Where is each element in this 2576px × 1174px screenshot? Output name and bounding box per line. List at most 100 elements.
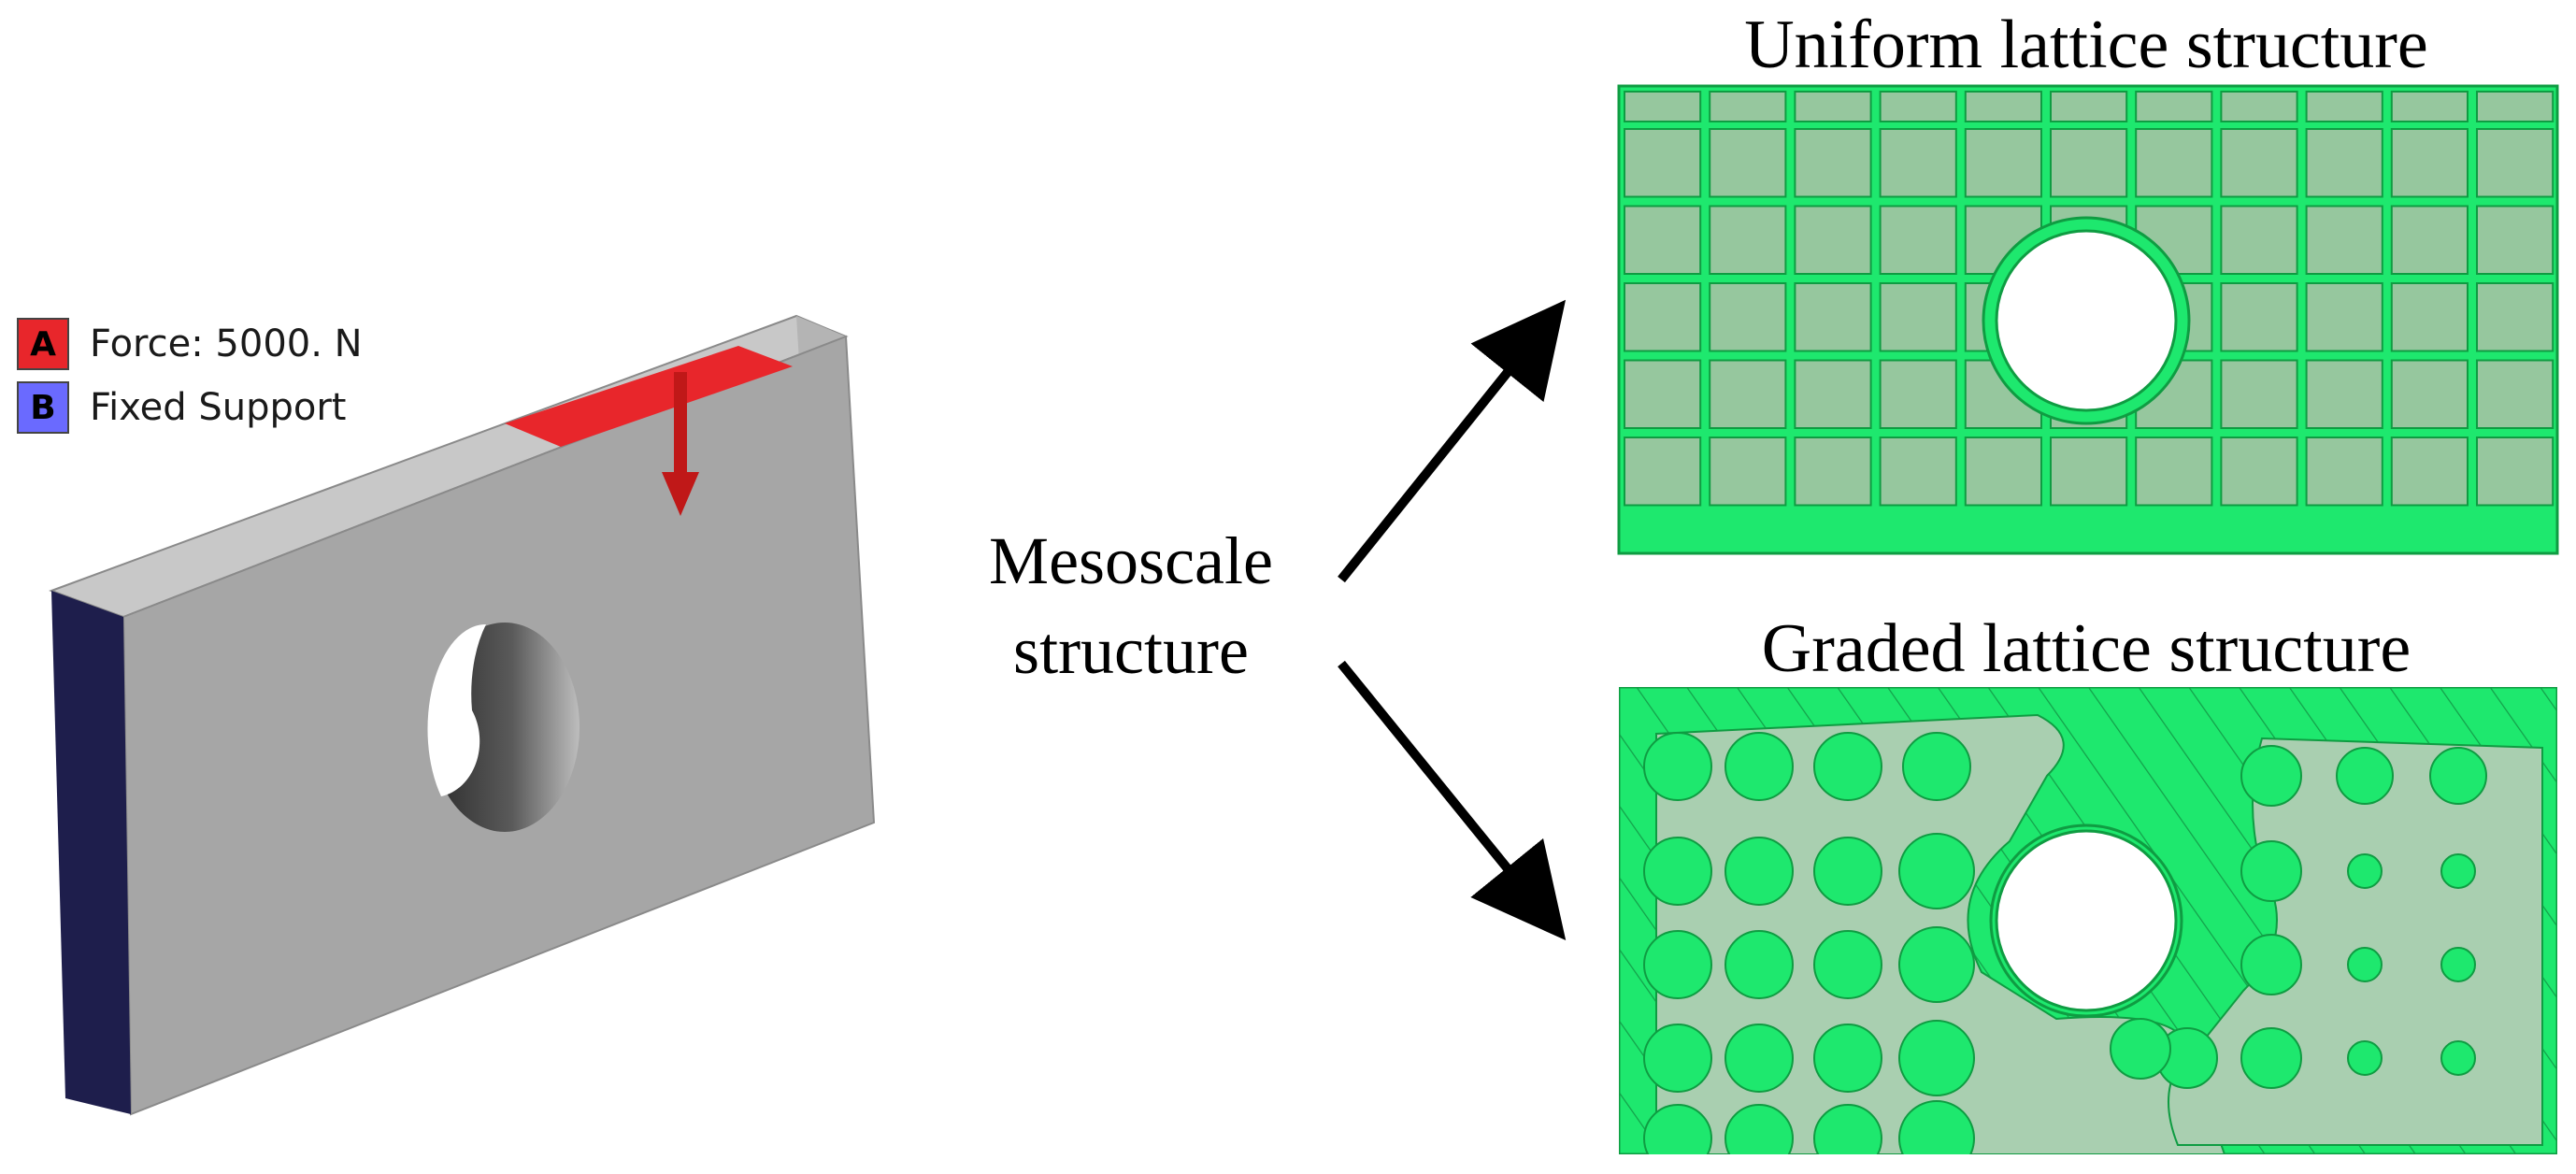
graded-lattice-node	[1813, 1104, 1882, 1154]
legend-swatch-fixed-support: B	[17, 381, 69, 434]
graded-lattice-node	[1724, 930, 1794, 999]
graded-lattice-node	[2240, 840, 2302, 902]
uniform-lattice-cell	[2390, 205, 2469, 275]
uniform-lattice-cell	[2050, 437, 2128, 507]
uniform-lattice-cell	[2390, 437, 2469, 507]
graded-lattice-node	[1898, 1100, 1975, 1154]
plate-hole	[427, 623, 580, 832]
uniform-lattice-cell	[2220, 282, 2298, 352]
graded-lattice-node	[2110, 1018, 2171, 1080]
plate-3d	[49, 314, 876, 1116]
uniform-lattice-cell	[2220, 205, 2298, 275]
uniform-lattice-cell	[2305, 282, 2383, 352]
uniform-lattice-cell	[2305, 205, 2383, 275]
uniform-lattice-cell	[2050, 91, 2128, 122]
uniform-lattice-cell	[2305, 91, 2383, 122]
uniform-lattice-cell	[2476, 282, 2555, 352]
graded-lattice-node	[1643, 1024, 1712, 1093]
uniform-lattice-cell	[2476, 91, 2555, 122]
uniform-lattice-cell	[1624, 359, 1702, 429]
uniform-lattice-cell	[1624, 205, 1702, 275]
uniform-lattice-cell	[1709, 91, 1787, 122]
uniform-lattice-cell	[2476, 359, 2555, 429]
graded-lattice-node	[1813, 930, 1882, 999]
uniform-lattice-cell	[1964, 91, 2043, 122]
uniform-lattice-cell	[2305, 359, 2383, 429]
legend-swatch-force: A	[17, 318, 69, 370]
uniform-lattice-cell	[1624, 128, 1702, 198]
graded-lattice-node	[2240, 1027, 2302, 1089]
graded-lattice-node	[1902, 732, 1971, 801]
graded-lattice-node	[2440, 853, 2476, 889]
graded-lattice-node	[2336, 747, 2394, 805]
graded-lattice-node	[2347, 1040, 2383, 1076]
center-label-line2: structure	[1013, 613, 1249, 688]
uniform-lattice-cell	[1624, 282, 1702, 352]
graded-lattice-node	[1724, 732, 1794, 801]
force-arrow	[662, 372, 699, 516]
uniform-lattice-cell	[2390, 128, 2469, 198]
graded-lattice-node	[2240, 745, 2302, 807]
graded-lattice-node	[1898, 833, 1975, 909]
graded-lattice-node	[1643, 837, 1712, 906]
arrow-to-uniform	[1338, 299, 1567, 583]
uniform-lattice-cell	[1879, 437, 1957, 507]
uniform-lattice-cell	[2476, 128, 2555, 198]
graded-lattice-node	[1813, 1024, 1882, 1093]
uniform-lattice-cell	[1709, 359, 1787, 429]
graded-lattice-node	[1813, 837, 1882, 906]
graded-lattice-node	[2440, 1040, 2476, 1076]
arrow-to-graded	[1338, 660, 1567, 941]
graded-panel-title: Graded lattice structure	[1762, 610, 2411, 687]
uniform-lattice-cell	[1709, 437, 1787, 507]
uniform-lattice-cell	[1879, 205, 1957, 275]
uniform-lattice-cell	[2305, 128, 2383, 198]
graded-lattice-cells	[1643, 732, 2487, 1154]
graded-lattice-node	[2429, 747, 2487, 805]
uniform-lattice-cell	[2220, 437, 2298, 507]
graded-lattice-node	[2347, 947, 2383, 982]
uniform-lattice-cell	[2050, 128, 2128, 198]
fixed-support-face	[51, 591, 131, 1114]
uniform-lattice-cell	[1794, 205, 1872, 275]
graded-lattice-node	[2347, 853, 2383, 889]
uniform-lattice-cell	[1879, 359, 1957, 429]
uniform-lattice-cell	[2220, 91, 2298, 122]
uniform-lattice-cell	[1794, 282, 1872, 352]
uniform-lattice-cell	[1879, 128, 1957, 198]
uniform-lattice-cell	[2135, 437, 2213, 507]
graded-lattice-node	[1643, 930, 1712, 999]
uniform-lattice-cell	[2220, 128, 2298, 198]
legend-item-fixed-support: B Fixed Support	[17, 381, 347, 434]
uniform-lattice-cell	[2390, 359, 2469, 429]
graded-lattice-node	[1898, 926, 1975, 1003]
uniform-lattice-cell	[2135, 128, 2213, 198]
graded-lattice-node	[2240, 934, 2302, 995]
uniform-lattice-cell	[1879, 91, 1957, 122]
uniform-panel-title: Uniform lattice structure	[1744, 7, 2428, 83]
uniform-lattice-cell	[1624, 91, 1702, 122]
uniform-lattice-cell	[2135, 91, 2213, 122]
uniform-lattice-cell	[1709, 282, 1787, 352]
uniform-lattice-cell	[1964, 437, 2043, 507]
uniform-lattice-cell	[2390, 91, 2469, 122]
uniform-lattice-cell	[2476, 437, 2555, 507]
legend-item-force: A Force: 5000. N	[17, 318, 363, 370]
legend-label-force: Force: 5000. N	[90, 322, 363, 365]
uniform-lattice-cell	[1709, 205, 1787, 275]
graded-lattice-node	[2440, 947, 2476, 982]
uniform-lattice-cell	[1709, 128, 1787, 198]
graded-lattice-node	[1724, 1024, 1794, 1093]
uniform-lattice-cell	[2305, 437, 2383, 507]
graded-lattice-node	[1898, 1020, 1975, 1096]
uniform-lattice-cell	[1794, 437, 1872, 507]
uniform-lattice-cell	[1794, 359, 1872, 429]
uniform-lattice-cell	[1794, 91, 1872, 122]
graded-lattice-node	[1724, 1104, 1794, 1154]
uniform-lattice-cell	[2476, 205, 2555, 275]
uniform-lattice	[1617, 84, 2559, 555]
uniform-lattice-cell	[1794, 128, 1872, 198]
force-region	[505, 346, 793, 447]
